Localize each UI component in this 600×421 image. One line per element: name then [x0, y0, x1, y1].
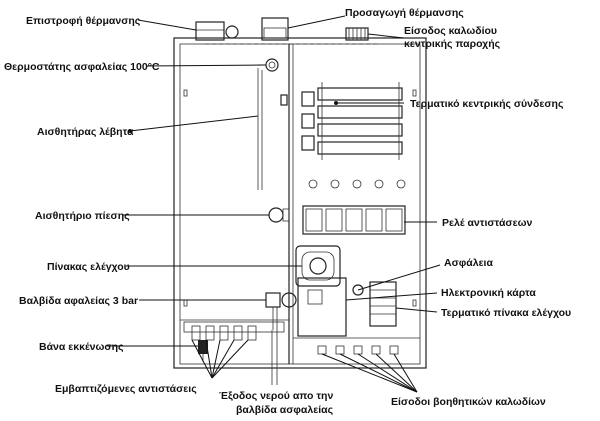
aux-cable-glands: [317, 345, 399, 355]
leader-dots: [128, 101, 338, 133]
label-aux-cable-entries: Είσοδοι βοηθητικών καλωδίων: [391, 396, 546, 408]
main-cable-gland: [345, 27, 369, 41]
label-water-outlet-line2: βαλβίδα ασφαλείας: [236, 404, 334, 416]
label-drain-valve: Βάνα εκκένωσης: [39, 341, 124, 353]
label-immersion-resistors: Εμβαπτιζόμενες αντιστάσεις: [55, 383, 197, 395]
safety-valve-3bar: [265, 292, 297, 330]
electronic-card: [297, 277, 347, 337]
label-water-outlet-line1: Έξοδος νερού απο την: [219, 390, 333, 402]
heating-supply-pipe: [261, 17, 289, 41]
immersion-resistor-terminals: [183, 321, 285, 341]
heating-return-pipe: [195, 21, 225, 41]
label-heating-return: Επιστροφή θέρμανσης: [26, 15, 141, 27]
label-pressure-sensor: Αισθητήριο πίεσης: [35, 210, 130, 222]
cabinet-inner-frame: [179, 43, 421, 365]
label-heating-supply: Προσαγωγή θέρμανσης: [345, 7, 464, 19]
fuse: [352, 284, 364, 296]
label-electronic-card: Ηλεκτρονική κάρτα: [441, 287, 536, 299]
main-terminal-block: [301, 82, 403, 160]
label-control-panel: Πίνακας ελέγχου: [47, 261, 130, 273]
knockout-holes-upper: [308, 179, 406, 189]
label-main-cable-entry-line2: κεντρικής παροχής: [404, 38, 501, 50]
label-resistor-relays: Ρελέ αντιστάσεων: [442, 217, 532, 229]
leader-lines: [107, 15, 441, 393]
control-panel-terminal-block: [369, 281, 397, 327]
resistor-relays: [302, 205, 406, 235]
label-main-terminal: Τερματικό κεντρικής σύνδεσης: [410, 98, 564, 110]
control-panel-unit: [295, 245, 341, 287]
label-fuse: Ασφάλεια: [444, 257, 493, 269]
label-main-cable-entry-line1: Είσοδος καλωδίου: [404, 25, 497, 37]
label-safety-thermostat: Θερμοστάτης ασφαλείας 100°C: [4, 61, 160, 73]
label-safety-valve: Βαλβίδα αφαλείας 3 bar: [19, 295, 138, 307]
label-control-panel-terminal: Τερματικό πίνακα ελέγχου: [441, 307, 571, 319]
boiler-sensor: [257, 68, 288, 190]
water-outlet-pipe: [271, 330, 278, 385]
air-vent-fitting: [225, 25, 239, 39]
pressure-sensor: [268, 207, 290, 223]
cabinet-frame: [173, 37, 427, 369]
label-boiler-sensor: Αισθητήρας λέβητα: [37, 126, 134, 138]
